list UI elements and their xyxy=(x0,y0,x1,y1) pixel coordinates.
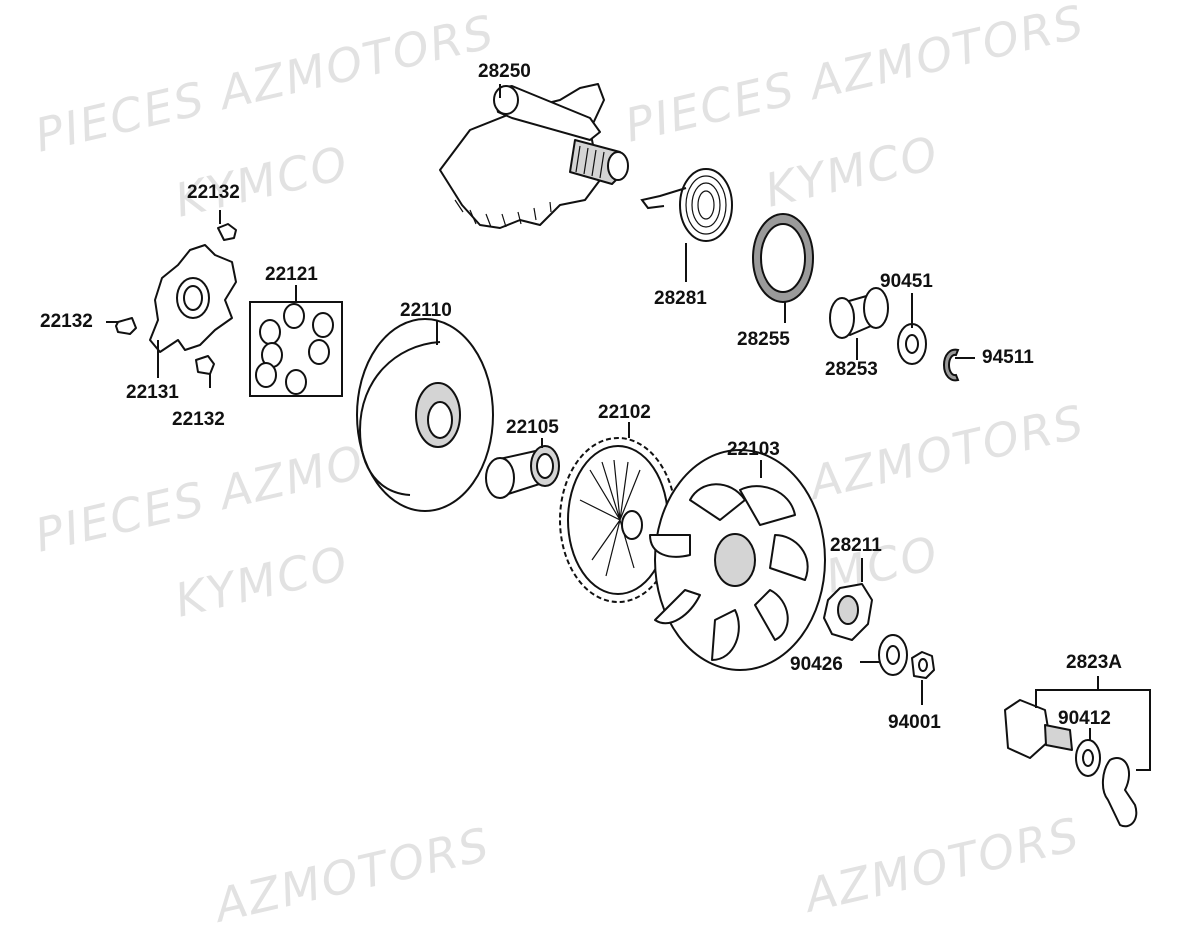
collar-22105-part xyxy=(485,445,560,499)
parts-diagram: PIECES AZMOTORS KYMCO PIECES AZMOTORS KY… xyxy=(30,0,1151,933)
washer-90451-part xyxy=(897,323,927,365)
washer-28255-part xyxy=(752,213,814,303)
washer-90426-part xyxy=(878,634,908,676)
bushing-28253-part xyxy=(829,287,889,339)
part-label-22105: 22105 xyxy=(506,417,559,438)
part-label-22110: 22110 xyxy=(400,300,452,321)
part-label-22132-bottom: 22132 xyxy=(172,409,225,430)
pulley-22110-part xyxy=(356,318,494,512)
part-label-22132-top: 22132 xyxy=(187,182,240,203)
return-spring-part xyxy=(640,168,733,242)
circlip-94511-part xyxy=(942,348,960,382)
part-label-28211: 28211 xyxy=(830,535,882,556)
part-label-22131: 22131 xyxy=(126,382,179,403)
part-label-2823A: 2823A xyxy=(1066,652,1122,673)
ratchet-28211-part xyxy=(823,583,873,641)
part-label-22103: 22103 xyxy=(727,439,780,460)
part-label-22132-left: 22132 xyxy=(40,311,93,332)
part-label-22121: 22121 xyxy=(265,264,318,285)
part-label-28281: 28281 xyxy=(654,288,707,309)
exploded-view-drawing xyxy=(106,83,1151,828)
part-label-90451: 90451 xyxy=(880,271,933,292)
part-label-22102: 22102 xyxy=(598,402,651,423)
slider-22132-left-part xyxy=(115,317,137,335)
slider-22132-top-part xyxy=(217,223,237,241)
starter-gear-22102-part xyxy=(559,437,677,603)
part-label-28253: 28253 xyxy=(825,359,878,380)
part-label-90426: 90426 xyxy=(790,654,843,675)
part-label-94001: 94001 xyxy=(888,712,941,733)
part-label-28255: 28255 xyxy=(737,329,790,350)
slider-22132-bottom-part xyxy=(195,355,215,375)
part-label-28250: 28250 xyxy=(478,61,531,82)
fan-22103-part xyxy=(649,449,826,671)
kick-shaft-part xyxy=(439,83,629,229)
starter-assembly-2823A-part xyxy=(1004,699,1138,828)
weight-rollers-part xyxy=(249,301,343,397)
nut-94001-part xyxy=(911,651,935,679)
part-label-90412: 90412 xyxy=(1058,708,1111,729)
ramp-plate-part xyxy=(149,244,237,353)
part-label-94511: 94511 xyxy=(982,347,1034,368)
